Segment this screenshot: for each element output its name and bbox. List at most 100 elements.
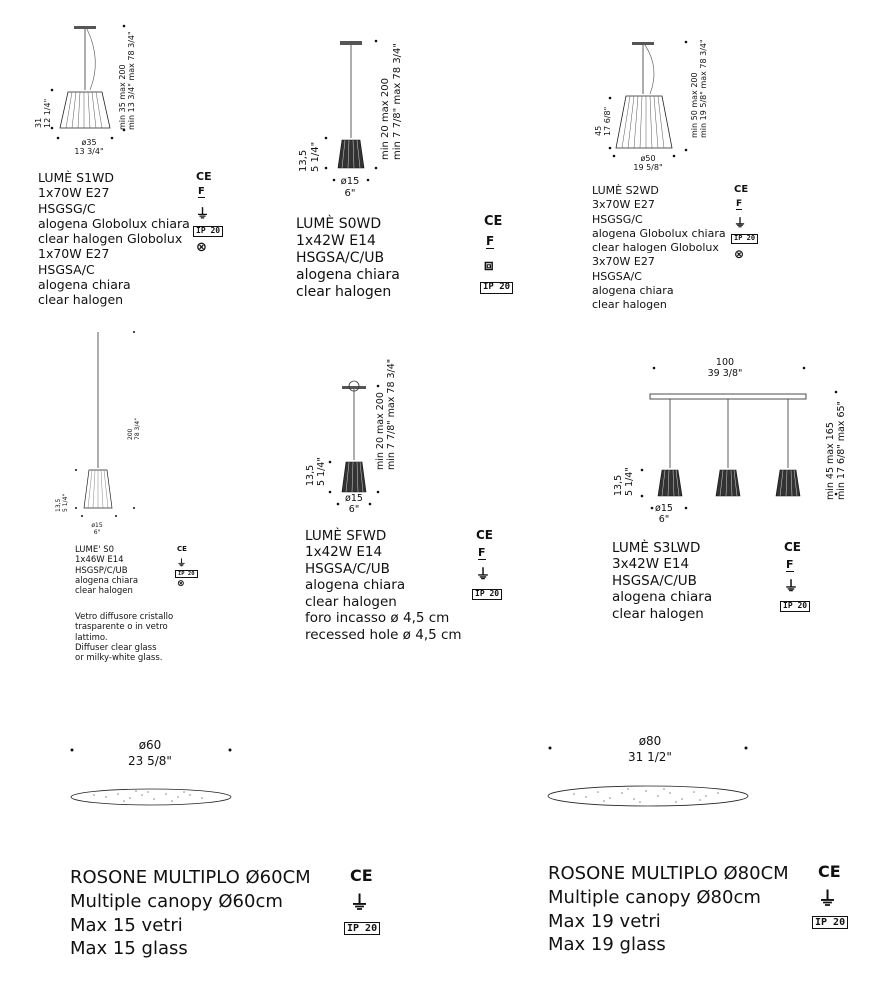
spec-line: alogena Globolux chiara xyxy=(592,226,726,240)
ground-icon: ⏚ xyxy=(196,207,210,222)
spec-line: clear halogen Globolux xyxy=(592,241,719,255)
spec-line: HSGSA/C xyxy=(38,261,95,277)
ce-mark-icon: CE xyxy=(177,545,187,553)
ce-mark-icon: CE xyxy=(784,540,802,554)
eye-icon: ⊗ xyxy=(196,240,207,255)
spec-line: 1x42W E14 xyxy=(305,544,383,561)
ce-mark-icon: CE xyxy=(350,866,373,885)
s2wd-drawing xyxy=(608,40,688,158)
ip20-icon: IP 20 xyxy=(472,589,503,600)
note-line: Diffuser clear glass xyxy=(75,643,157,654)
spec-line: Max 15 glass xyxy=(70,938,188,960)
f-mark-icon: F xyxy=(786,558,794,572)
spec-line: alogena chiara xyxy=(38,276,131,292)
spec-line: LUMÈ S2WD xyxy=(592,184,659,197)
spec-line: Multiple canopy Ø80cm xyxy=(548,886,761,908)
s3lwd-spec: LUMÈ S3LWD 3x42W E14 HSGSA/C/UB alogena … xyxy=(612,540,712,622)
ground-icon: ⏚ xyxy=(350,892,370,914)
ground-icon: ⏚ xyxy=(177,559,187,569)
f-mark-icon: F xyxy=(478,546,486,560)
ip20-icon: IP 20 xyxy=(480,282,514,294)
spec-line: HSGSG/C xyxy=(38,200,96,216)
spec-line: 1x70W E27 xyxy=(38,246,110,262)
rosone60-drawing xyxy=(70,748,232,806)
spec-line: HSGSA/C/UB xyxy=(612,572,697,589)
ce-mark-icon: CE xyxy=(484,214,503,229)
rosone60-spec: ROSONE MULTIPLO Ø60CM Multiple canopy Ø6… xyxy=(70,866,311,961)
spec-line: alogena chiara xyxy=(305,577,406,594)
ce-mark-icon: CE xyxy=(818,862,841,881)
ip20-icon: IP 20 xyxy=(780,601,811,612)
ip20-icon: IP 20 xyxy=(344,922,381,935)
ce-mark-icon: CE xyxy=(476,528,494,542)
spec-line: alogena Globolux chiara xyxy=(38,215,190,231)
s0-note: Vetro diffusore cristallo trasparente o … xyxy=(75,612,173,664)
rosone80-drawing xyxy=(547,746,749,807)
spec-line: 3x70W E27 xyxy=(592,198,655,212)
spec-line: alogena chiara xyxy=(296,267,400,284)
sfwd-drawing xyxy=(328,380,380,506)
spec-line: recessed hole ø 4,5 cm xyxy=(305,626,462,643)
spec-line: LUMÈ S3LWD xyxy=(612,540,701,556)
spec-line: 1x46W E14 xyxy=(75,555,124,566)
sfwd-spec: LUMÈ SFWD 1x42W E14 HSGSA/C/UB alogena c… xyxy=(305,528,462,643)
spec-line: HSGSP/C/UB xyxy=(75,565,128,576)
eye-icon: ⊗ xyxy=(177,579,185,589)
s0-drawing xyxy=(75,331,135,517)
spec-line: 1x70W E27 xyxy=(38,185,110,201)
spec-line: 3x42W E14 xyxy=(612,556,690,573)
note-line: lattimo. xyxy=(75,632,108,643)
s0wd-drawing xyxy=(324,39,378,182)
spec-line: LUME' S0 xyxy=(75,545,115,555)
spec-line: alogena chiara xyxy=(612,589,713,606)
spec-line: 1x42W E14 xyxy=(296,233,376,250)
ip20-icon: IP 20 xyxy=(175,570,198,579)
rosone80-spec: ROSONE MULTIPLO Ø80CM Multiple canopy Ø8… xyxy=(548,862,789,957)
s1wd-drawing xyxy=(50,24,126,140)
spec-line: clear halogen xyxy=(38,292,124,307)
ip20-icon: IP 20 xyxy=(731,234,759,244)
eye-icon: ⊗ xyxy=(734,247,745,261)
ground-icon: ⏚ xyxy=(784,579,798,595)
spec-line: Max 19 glass xyxy=(548,934,666,956)
spec-line: HSGSA/C/UB xyxy=(305,560,390,577)
ground-icon: ⏚ xyxy=(734,216,747,230)
s1wd-spec: LUMÈ S1WD 1x70W E27 HSGSG/C alogena Glob… xyxy=(38,170,190,307)
ground-icon: ⏚ xyxy=(476,567,490,583)
spec-line: clear halogen xyxy=(612,605,704,622)
spec-line: HSGSA/C/UB xyxy=(296,250,385,267)
spec-line: ROSONE MULTIPLO Ø60CM xyxy=(70,867,311,888)
spec-line: foro incasso ø 4,5 cm xyxy=(305,610,450,627)
spec-line: Multiple canopy Ø60cm xyxy=(70,890,283,912)
f-mark-icon: F xyxy=(198,186,205,198)
spec-line: HSGSA/C xyxy=(592,269,642,283)
spec-line: alogena chiara xyxy=(75,576,139,587)
note-line: Vetro diffusore cristallo xyxy=(75,612,174,622)
ce-mark-icon: CE xyxy=(734,184,749,195)
spec-line: Max 19 vetri xyxy=(548,910,661,932)
spec-line: LUMÈ S1WD xyxy=(38,170,115,185)
spec-line: alogena chiara xyxy=(592,284,674,298)
s3lwd-drawing xyxy=(640,366,838,510)
spec-line: clear halogen xyxy=(296,284,392,301)
ground-icon: ⏚ xyxy=(818,888,838,910)
spec-line: LUMÈ S0WD xyxy=(296,216,382,232)
